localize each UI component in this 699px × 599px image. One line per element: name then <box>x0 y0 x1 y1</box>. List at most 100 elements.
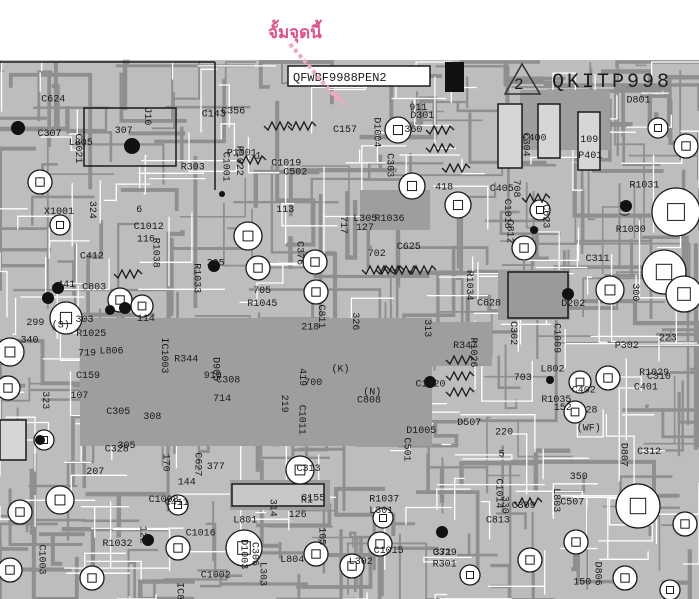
trace-gap <box>682 491 699 565</box>
capacitor <box>49 301 83 335</box>
capacitor <box>45 485 75 515</box>
silkscreen-label: 152 <box>554 403 572 414</box>
trace <box>61 527 168 574</box>
capacitor-mark <box>375 539 385 549</box>
trace-gap <box>477 261 509 299</box>
silkscreen-label: C157 <box>333 125 357 136</box>
capacitor <box>49 214 71 236</box>
trace-gap <box>438 256 474 278</box>
resistor <box>237 154 267 166</box>
silkscreen-label: 150 <box>573 578 591 589</box>
capacitor <box>672 511 698 537</box>
silkscreen-label: C329 <box>433 548 457 559</box>
silkscreen-label: D905 <box>210 357 221 381</box>
silkscreen-label: 144 <box>178 477 196 488</box>
copper-plane <box>432 322 492 366</box>
trace <box>127 548 183 599</box>
capacitor <box>303 541 329 567</box>
silkscreen-label: R1034 <box>463 271 474 301</box>
part-number: QFWBF9988PEN2 <box>293 71 387 85</box>
resistor <box>513 496 543 508</box>
trace <box>151 92 175 130</box>
silkscreen-label: C411 <box>165 498 189 509</box>
trace <box>397 421 459 448</box>
silkscreen-label: 105 <box>316 527 327 545</box>
trace <box>572 163 651 218</box>
silkscreen-label: R1038 <box>149 238 160 268</box>
silkscreen-label: C143 <box>202 109 226 120</box>
trace-gap <box>487 550 546 595</box>
trace <box>614 87 668 98</box>
silkscreen-label: 305 <box>118 441 136 452</box>
capacitor <box>511 235 537 261</box>
silkscreen-label: C624 <box>41 95 65 106</box>
trace-gap <box>434 76 456 149</box>
silkscreen-label: C305 <box>106 407 130 418</box>
silkscreen-label: D801 <box>627 96 651 107</box>
capacitor-mark <box>115 295 125 305</box>
silkscreen-label: L806 <box>100 346 124 357</box>
p1001-body <box>231 483 325 507</box>
trace-gap <box>220 123 236 154</box>
capacitor-mark <box>173 543 183 553</box>
silkscreen-label: 360 <box>404 125 422 136</box>
silkscreen-label: C1019 <box>271 158 301 169</box>
trace-gap <box>239 282 283 303</box>
silkscreen-label: D1005 <box>406 426 436 437</box>
capacitor <box>233 221 263 251</box>
trace-gap <box>454 477 465 520</box>
capacitor-mark <box>571 537 581 547</box>
trace <box>614 92 645 228</box>
silkscreen-label: 911 <box>409 103 427 114</box>
black-marker <box>445 62 464 92</box>
silkscreen-label: 1 <box>255 152 261 163</box>
callout-text: จั้มจุดนี้ <box>268 19 322 43</box>
silkscreen-label: R1 <box>301 495 313 506</box>
solder-pad <box>42 292 54 304</box>
silkscreen-label: C310 <box>647 372 671 383</box>
silkscreen-label: L801 <box>233 516 257 527</box>
trace <box>517 419 573 458</box>
capacitor <box>339 553 365 579</box>
trace-gap <box>481 360 533 402</box>
capacitor <box>367 531 393 557</box>
capacitor <box>7 499 33 525</box>
silkscreen-label: C1011 <box>296 405 307 435</box>
capacitor <box>647 117 669 139</box>
silkscreen-label: C402 <box>572 386 596 397</box>
trace <box>502 191 535 267</box>
trace-gap <box>680 130 699 189</box>
silkscreen-label: 377 <box>207 462 225 473</box>
silkscreen-label: 5 <box>499 450 505 461</box>
trace <box>416 91 483 122</box>
trace <box>220 579 308 586</box>
silkscreen-label: 717 <box>337 216 348 234</box>
silkscreen-label: R1035 <box>541 395 571 406</box>
trace-gap <box>328 86 366 91</box>
trace <box>604 239 668 278</box>
silkscreen-label: C304 <box>520 133 531 157</box>
trace <box>223 202 246 267</box>
trace-gap <box>613 376 642 392</box>
trace <box>30 163 95 226</box>
components <box>0 61 699 599</box>
trace <box>459 60 563 84</box>
silkscreen-label: 114 <box>137 314 155 325</box>
trace <box>138 579 195 599</box>
capacitor <box>444 191 472 219</box>
trace <box>312 536 359 589</box>
capacitor-mark <box>406 180 418 192</box>
silkscreen-label: C1016 <box>186 529 216 540</box>
silkscreen-label: IC801 <box>174 582 185 599</box>
trace <box>677 391 699 424</box>
silkscreen-label: C1021 <box>72 134 83 164</box>
solder-pad <box>142 534 154 546</box>
coil-l303 <box>577 111 601 171</box>
capacitor-mark <box>666 586 674 594</box>
capacitor-mark <box>466 571 474 579</box>
capacitor <box>130 294 154 318</box>
resistor <box>425 142 455 154</box>
silkscreen-label: 127 <box>356 223 374 234</box>
trace <box>85 491 167 538</box>
capacitor-mark <box>56 221 64 229</box>
